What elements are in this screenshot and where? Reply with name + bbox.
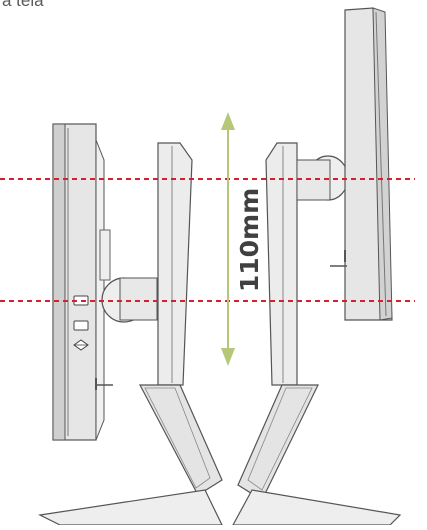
monitor-3-stand-inner bbox=[247, 387, 313, 491]
monitor-2-hinge-arm bbox=[119, 277, 158, 321]
monitor-1-mount bbox=[99, 229, 111, 281]
caption-text: a tela bbox=[2, 0, 44, 10]
sd-card-slot-icon bbox=[73, 339, 89, 351]
monitor-1-bezel bbox=[52, 123, 66, 441]
monitor-4-panel-line bbox=[375, 11, 387, 317]
usb-port-icon bbox=[73, 320, 89, 331]
monitor-3-stand-neck bbox=[237, 384, 319, 501]
monitor-side-view-raised bbox=[330, 7, 393, 321]
monitor-2-stand-neck bbox=[139, 384, 223, 496]
monitor-3-hinge-arm bbox=[296, 159, 331, 201]
monitor-4-bezel bbox=[372, 7, 393, 321]
height-range-arrow bbox=[221, 112, 235, 366]
monitor-3-panel bbox=[265, 142, 298, 386]
height-adjustment-label: 110mm bbox=[235, 188, 264, 292]
monitor-2-stand-inner bbox=[144, 387, 211, 489]
monitor-side-view-with-ports bbox=[52, 123, 113, 441]
monitor-1-back bbox=[95, 139, 105, 441]
monitor-tilted-on-stand-left bbox=[38, 142, 223, 526]
arrow-head-up bbox=[221, 112, 235, 130]
monitor-3-base bbox=[231, 489, 402, 526]
monitor-tilted-on-stand-right bbox=[231, 142, 402, 526]
monitor-2-panel bbox=[157, 142, 193, 386]
arrow-head-down bbox=[221, 348, 235, 366]
monitor-2-base bbox=[38, 489, 223, 526]
